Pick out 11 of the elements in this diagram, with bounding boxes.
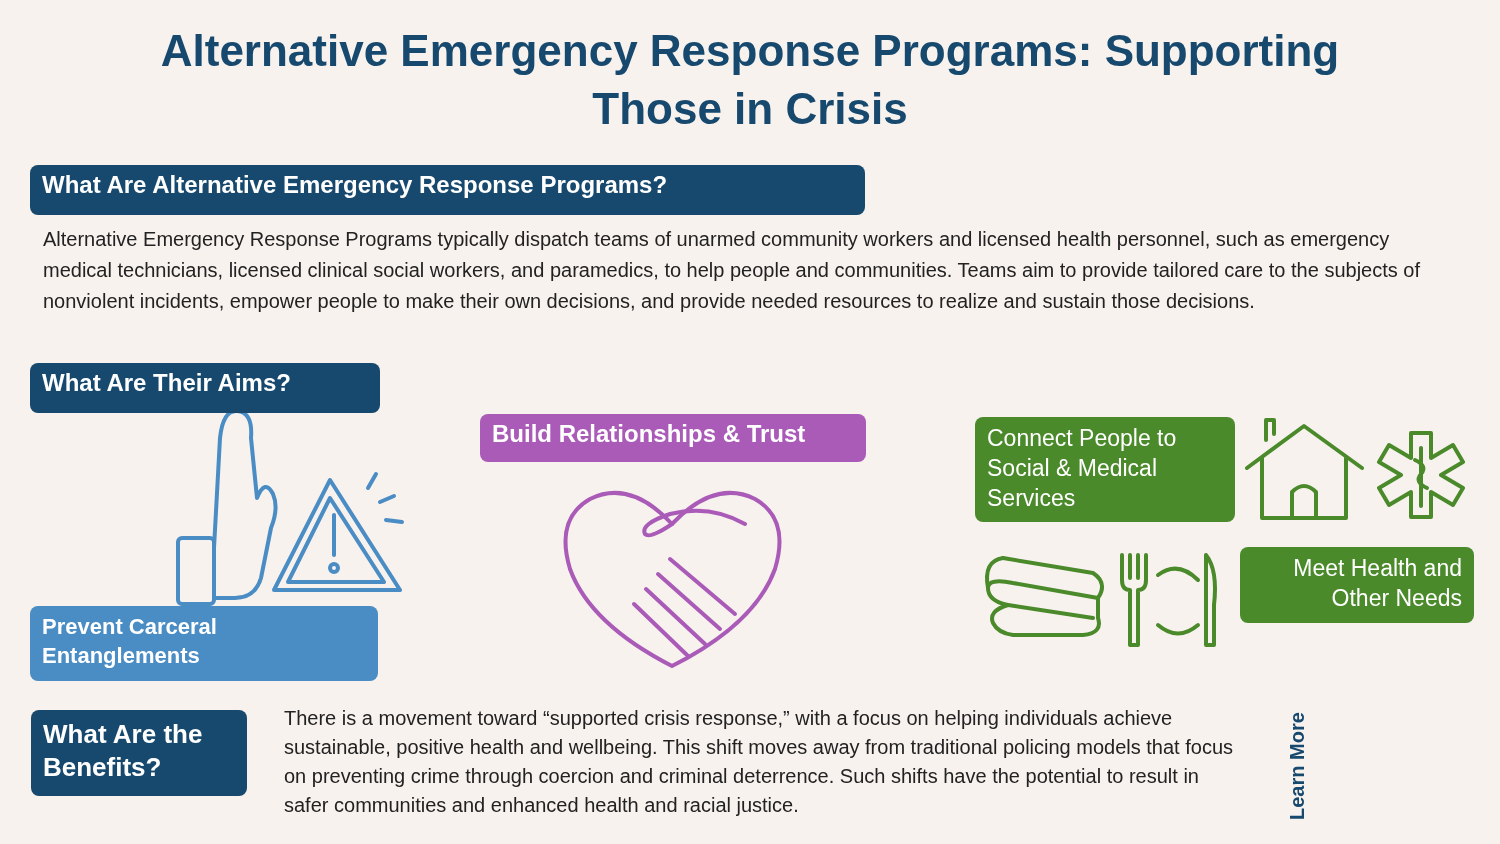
paragraph: Learn More [1286,711,1309,820]
heading-badge: Prevent Carceral Entanglements [30,606,378,681]
title: Alternative Emergency Response Programs: Supporting Those in Crisis [159,25,1341,135]
heading-badge: Connect People to Social & Medical Services [975,417,1235,522]
heading-badge: Build Relationships & Trust [480,414,866,462]
paragraph: There is a movement toward “supported crisis response,” with a focus on helping individuals achieve sustainable, positive health and wellbeing. This shift moves away from traditional policing models that focus on preventing crime through coercion and criminal deterrence. Such shifts have the potential to result in safer communities and enhanced health and racial justice. [284,706,1235,818]
heading-badge: What Are the Benefits? [31,710,247,796]
paragraph: Alternative Emergency Response Programs typically dispatch teams of unarmed community workers and licensed health personnel, such as emergency medical technicians, licensed clinical social workers, and paramedics, to help people and communities. Teams aim to provide tailored care to the subjects of nonviolent incidents, empower people to make their own decisions, and provide needed resources to realize and sustain those decisions. [43,227,1421,314]
heading-badge: Meet Health and Other Needs [1240,547,1474,623]
heading-badge: What Are Alternative Emergency Response Programs? [30,165,865,215]
heading-badge: What Are Their Aims? [30,363,380,413]
